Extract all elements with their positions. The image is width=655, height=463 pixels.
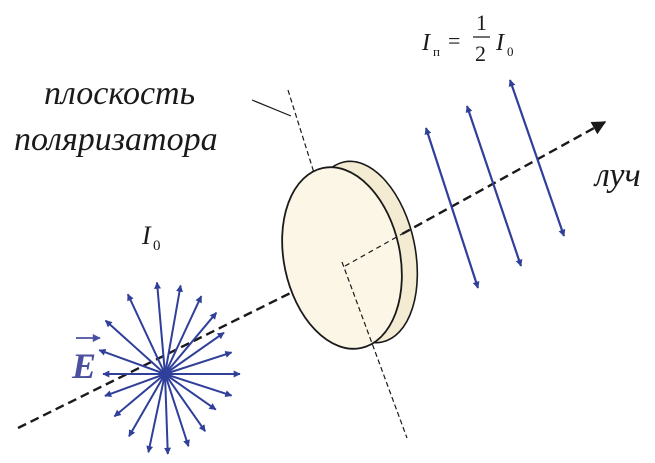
unpolarized-arrow	[104, 373, 166, 398]
polarized-arrow-2	[465, 105, 523, 267]
unpolarized-arrow	[154, 281, 166, 375]
unpolarized-arrow	[113, 373, 166, 418]
svg-text:I: I	[141, 221, 152, 250]
unpolarized-arrow	[164, 295, 203, 375]
unpolarized-arrow	[164, 312, 218, 375]
incident-field-starburst-icon	[98, 281, 241, 455]
transmitted-field-arrows	[424, 79, 566, 289]
svg-text:п: п	[433, 44, 440, 59]
svg-text:I: I	[421, 30, 431, 56]
svg-text:2: 2	[475, 41, 486, 66]
polarized-arrow-1	[424, 127, 480, 289]
polarizer-disk-icon	[281, 160, 419, 350]
polarized-arrow-3	[508, 79, 566, 237]
unpolarized-arrow	[164, 373, 207, 432]
plane-label-line2: поляризатора	[14, 121, 218, 158]
plane-of-polarizer-lower	[341, 261, 408, 439]
e-vector-label: E	[71, 346, 96, 386]
svg-text:I: I	[495, 30, 505, 56]
incident-intensity-label: I 0	[141, 221, 161, 254]
unpolarized-arrow	[164, 373, 172, 455]
svg-text:1: 1	[476, 10, 487, 35]
unpolarized-arrow	[164, 373, 217, 411]
unpolarized-arrow	[128, 373, 166, 438]
unpolarized-arrow	[126, 293, 166, 375]
svg-text:0: 0	[153, 238, 161, 254]
unpolarized-arrow	[104, 319, 166, 375]
unpolarized-arrow	[164, 331, 225, 375]
unpolarized-arrow	[98, 348, 166, 375]
beam-segment-incident	[17, 264, 346, 430]
transmitted-intensity-formula: I п = 1 2 I 0	[421, 10, 514, 66]
unpolarized-arrow	[164, 284, 183, 375]
beam-segment-through-disk	[344, 233, 403, 267]
unpolarized-arrow	[164, 373, 233, 397]
plane-label-line1: плоскость	[44, 75, 195, 112]
plane-label-leader	[251, 99, 292, 117]
beam-label: луч	[593, 157, 641, 194]
unpolarized-arrow	[164, 351, 233, 375]
svg-text:=: =	[448, 28, 460, 53]
svg-text:0: 0	[507, 44, 514, 59]
unpolarized-arrow	[164, 373, 190, 447]
unpolarized-arrow	[146, 373, 166, 453]
